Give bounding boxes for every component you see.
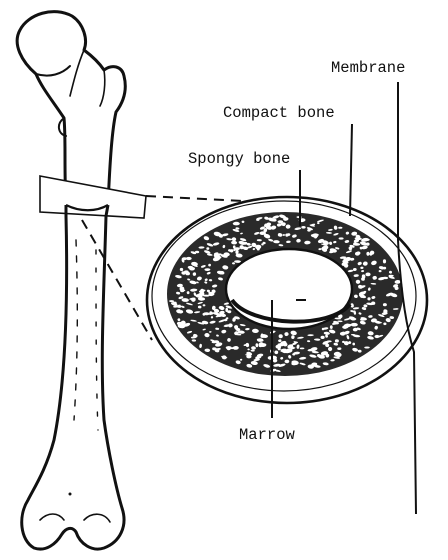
spongy-pore bbox=[233, 222, 240, 226]
spongy-bone-label: Spongy bone bbox=[188, 152, 290, 168]
spongy-pore bbox=[246, 355, 251, 359]
spongy-pore bbox=[365, 273, 370, 277]
cut-plane bbox=[40, 176, 146, 218]
compact-bone-leader bbox=[350, 124, 352, 216]
membrane-label: Membrane bbox=[331, 61, 405, 77]
spongy-pore bbox=[330, 325, 333, 329]
spongy-pore bbox=[364, 347, 370, 349]
compact-bone-label: Compact bone bbox=[223, 106, 335, 122]
marrow-label: Marrow bbox=[239, 428, 295, 444]
spongy-pore bbox=[351, 323, 358, 327]
bone-cross-section bbox=[147, 197, 427, 403]
spongy-pore bbox=[353, 242, 356, 245]
femur-drawing bbox=[17, 12, 125, 549]
